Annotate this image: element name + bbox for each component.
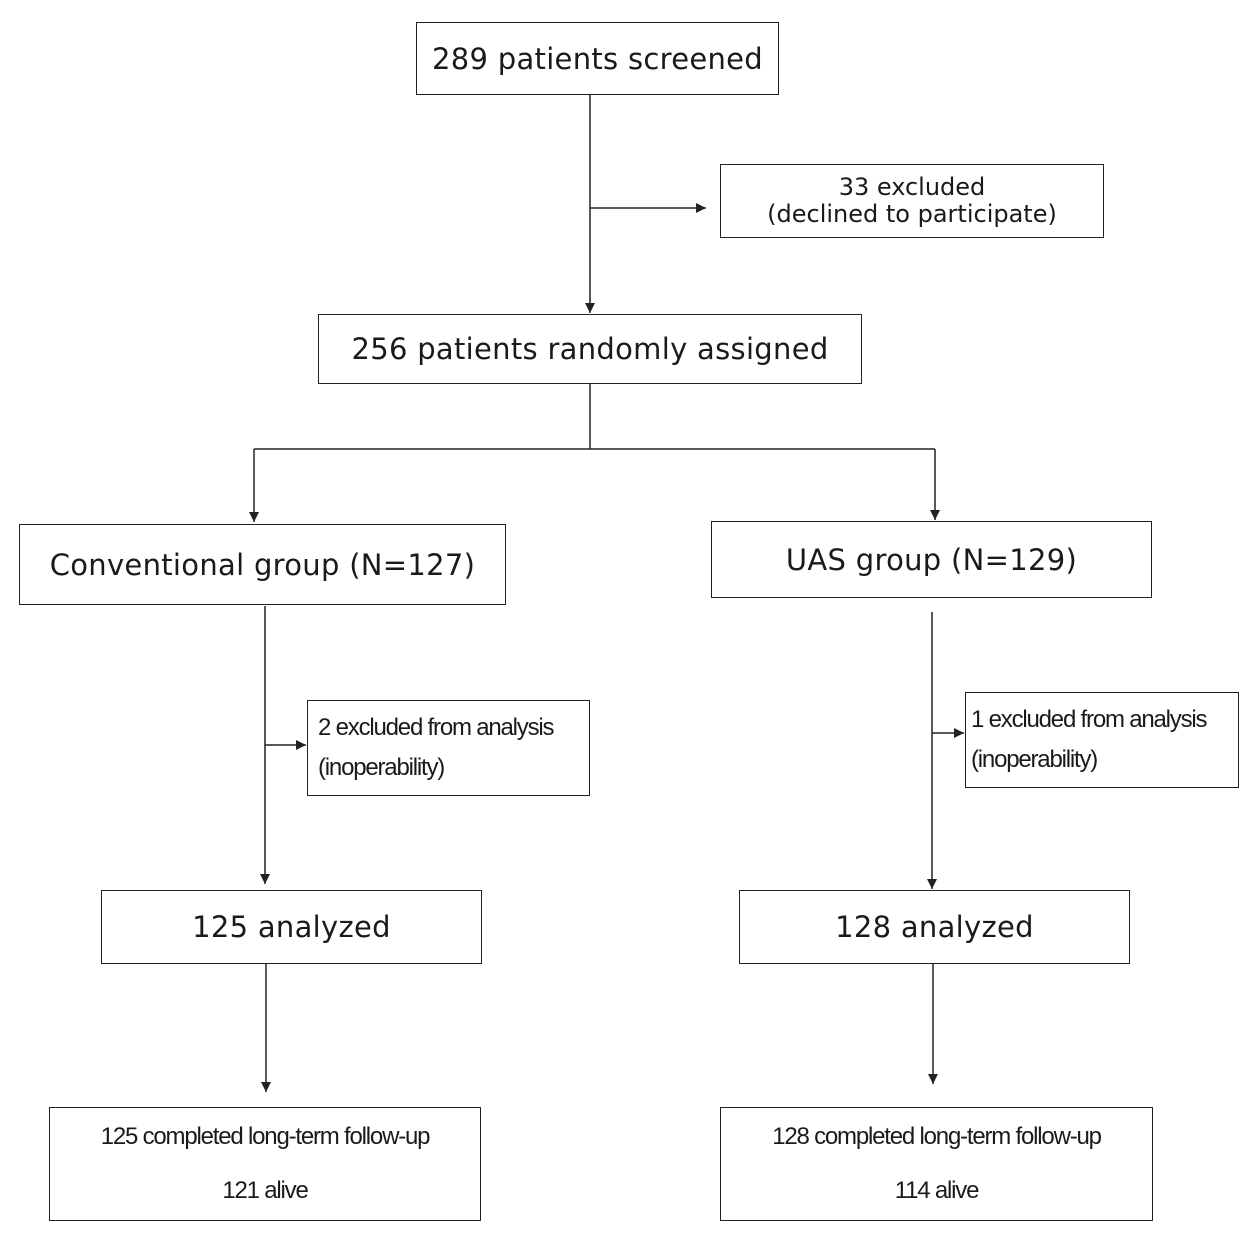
- conv-excluded-line2: (inoperability): [318, 754, 445, 781]
- conventional-group-box: Conventional group (N=127): [19, 524, 506, 605]
- uas-group-label: UAS group (N=129): [785, 542, 1078, 577]
- randomized-box: 256 patients randomly assigned: [318, 314, 862, 384]
- uas-excluded-line2: (inoperability): [971, 746, 1098, 773]
- uas-group-box: UAS group (N=129): [711, 521, 1152, 598]
- conv-excluded-box: 2 excluded from analysis (inoperability): [307, 700, 590, 796]
- uas-analyzed-box: 128 analyzed: [739, 890, 1130, 964]
- conv-analyzed-label: 125 analyzed: [192, 910, 391, 944]
- conv-followup-line2: 121 alive: [222, 1177, 308, 1204]
- screened-label: 289 patients screened: [431, 41, 764, 76]
- uas-excluded-line1: 1 excluded from analysis: [971, 706, 1208, 733]
- excluded-main-line2: (declined to participate): [767, 200, 1057, 228]
- conv-excluded-line1: 2 excluded from analysis: [318, 714, 555, 741]
- screened-box: 289 patients screened: [416, 22, 779, 95]
- conv-followup-box: 125 completed long-term follow-up 121 al…: [49, 1107, 481, 1221]
- uas-followup-box: 128 completed long-term follow-up 114 al…: [720, 1107, 1153, 1221]
- conv-followup-line1: 125 completed long-term follow-up: [100, 1123, 431, 1150]
- conv-analyzed-box: 125 analyzed: [101, 890, 482, 964]
- excluded-main-line1: 33 excluded: [838, 173, 986, 201]
- conventional-group-label: Conventional group (N=127): [49, 547, 476, 582]
- randomized-label: 256 patients randomly assigned: [351, 332, 829, 366]
- uas-excluded-box: 1 excluded from analysis (inoperability): [965, 692, 1239, 788]
- excluded-main-box: 33 excluded (declined to participate): [720, 164, 1104, 238]
- uas-followup-line2: 114 alive: [894, 1177, 980, 1204]
- uas-analyzed-label: 128 analyzed: [835, 910, 1034, 944]
- uas-followup-line1: 128 completed long-term follow-up: [772, 1123, 1102, 1150]
